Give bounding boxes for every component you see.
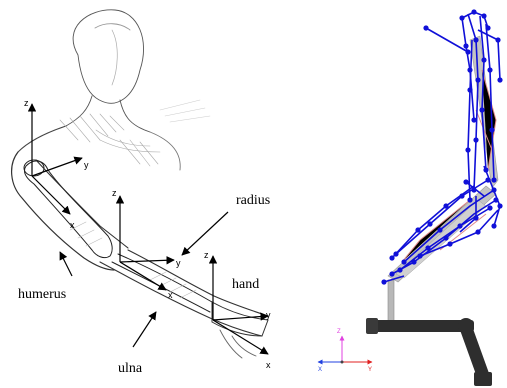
humerus-label: humerus <box>18 287 66 302</box>
forearm-outline <box>100 262 262 336</box>
shoulder-z-label: z <box>24 98 29 108</box>
elbow-y-label: y <box>176 258 181 268</box>
support-bar <box>366 320 474 332</box>
shoulder-x-label: x <box>70 220 75 230</box>
triad-y-label: Y <box>368 367 372 373</box>
shoulder-y-label: y <box>84 160 89 170</box>
neck-outline <box>66 96 150 132</box>
hand-label: hand <box>232 277 259 292</box>
elbow-x-label: x <box>168 290 173 300</box>
triad-z-label: Z <box>337 329 341 335</box>
origin-triad <box>318 336 372 364</box>
wrist-z-label: z <box>204 250 209 260</box>
upper-arm-outline <box>12 152 114 270</box>
elbow-z-label: z <box>112 188 117 198</box>
support-leg <box>460 326 490 380</box>
ulna-label: ulna <box>118 361 143 376</box>
radius-label: radius <box>236 193 270 208</box>
support-table <box>366 280 492 386</box>
model-muscle-paths <box>384 12 500 282</box>
wrist-x-label: x <box>266 360 271 370</box>
anatomy-sketch <box>12 10 268 358</box>
elbow-frame <box>120 196 174 290</box>
support-post <box>388 280 394 326</box>
label-pointers <box>60 212 228 347</box>
wrist-frame <box>213 256 268 354</box>
wrist-y-label: y <box>266 310 271 320</box>
triad-x-label: X <box>318 367 322 373</box>
